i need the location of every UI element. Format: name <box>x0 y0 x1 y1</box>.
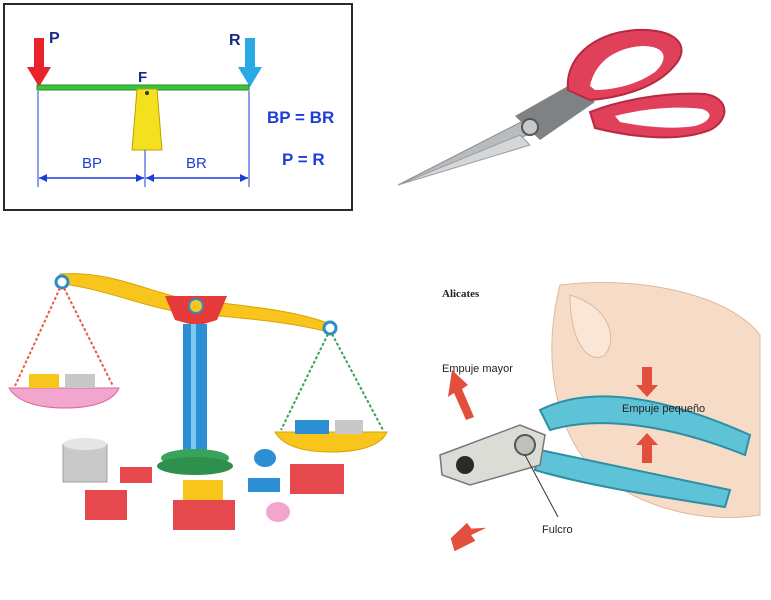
label-push-major: Empuje mayor <box>442 363 513 375</box>
weight-block <box>295 420 329 434</box>
scissors-blade <box>397 119 536 186</box>
thumb <box>569 294 612 358</box>
pliers-svg: Alicates Empuje mayor Empuje pequeño Ful… <box>439 282 761 552</box>
scale-pan-left <box>8 387 120 409</box>
arrowhead-icon <box>240 174 248 182</box>
weight-block <box>29 374 59 388</box>
plier-handle-top <box>538 395 752 457</box>
weight-ball <box>254 449 276 467</box>
scissors-handle-hole <box>590 46 664 90</box>
force-arrow-icon <box>448 370 474 420</box>
weight-block <box>173 500 235 530</box>
force-r-arrow-icon <box>238 67 262 87</box>
scale-ring-right <box>322 320 338 336</box>
weight-block <box>335 420 363 434</box>
balance-scale-icon <box>8 273 388 530</box>
label-r: R <box>229 32 241 49</box>
label-fulcrum: Fulcro <box>542 524 573 536</box>
arrowhead-icon <box>146 174 154 182</box>
weight-ball <box>266 502 290 522</box>
chain-right <box>331 333 384 431</box>
scale-head-jewel <box>188 298 204 314</box>
weight-block <box>120 467 152 483</box>
force-arrow-icon <box>636 367 658 397</box>
lever-diagram: P R F BP BR BP = BR P = R <box>3 3 353 211</box>
fulcrum-leader <box>524 454 559 518</box>
pivot-point <box>145 91 149 95</box>
weight-block <box>290 464 344 494</box>
fulcrum-icon <box>131 88 163 151</box>
weight-block <box>65 374 95 388</box>
force-arrow-icon <box>636 433 658 463</box>
label-f: F <box>138 69 147 86</box>
balance-scale-illustration <box>5 262 395 582</box>
arrowhead-icon <box>39 174 47 182</box>
chain-left <box>63 287 114 387</box>
weight-top <box>63 438 107 450</box>
plier-pivot <box>514 434 536 456</box>
scissors-illustration <box>390 20 730 195</box>
force-p-arrow-icon <box>27 67 51 87</box>
scale-pillar-highlight <box>191 324 196 456</box>
weight-block <box>85 490 127 520</box>
label-p: P <box>49 30 60 47</box>
label-bp: BP <box>82 155 102 172</box>
scissors-icon <box>397 28 726 186</box>
force-r-shaft <box>245 38 255 73</box>
scale-pan-right <box>274 431 388 453</box>
lever-svg: P R F BP BR BP = BR P = R <box>27 30 334 187</box>
chain-right <box>280 333 329 431</box>
equation-forces: P = R <box>282 150 325 169</box>
scale-ring-left <box>54 274 70 290</box>
plier-handle-bottom <box>533 448 732 509</box>
equation-distances: BP = BR <box>267 108 334 127</box>
label-br: BR <box>186 155 207 172</box>
gripped-object <box>456 456 474 474</box>
weight-block <box>248 478 280 492</box>
label-push-small: Empuje pequeño <box>622 403 705 415</box>
weight-block <box>62 443 108 483</box>
scissors-pivot <box>521 118 539 136</box>
force-arrow-icon <box>450 522 487 552</box>
weight-block <box>183 480 223 502</box>
arrowhead-icon <box>136 174 144 182</box>
scissors-handle-hole <box>615 107 710 128</box>
scissors-blade <box>397 134 531 186</box>
pliers-illustration: Alicates Empuje mayor Empuje pequeño Ful… <box>430 275 765 565</box>
pliers-title: Alicates <box>442 288 480 300</box>
force-p-shaft <box>34 38 44 73</box>
scale-base <box>157 457 233 475</box>
chain-left <box>14 287 61 387</box>
